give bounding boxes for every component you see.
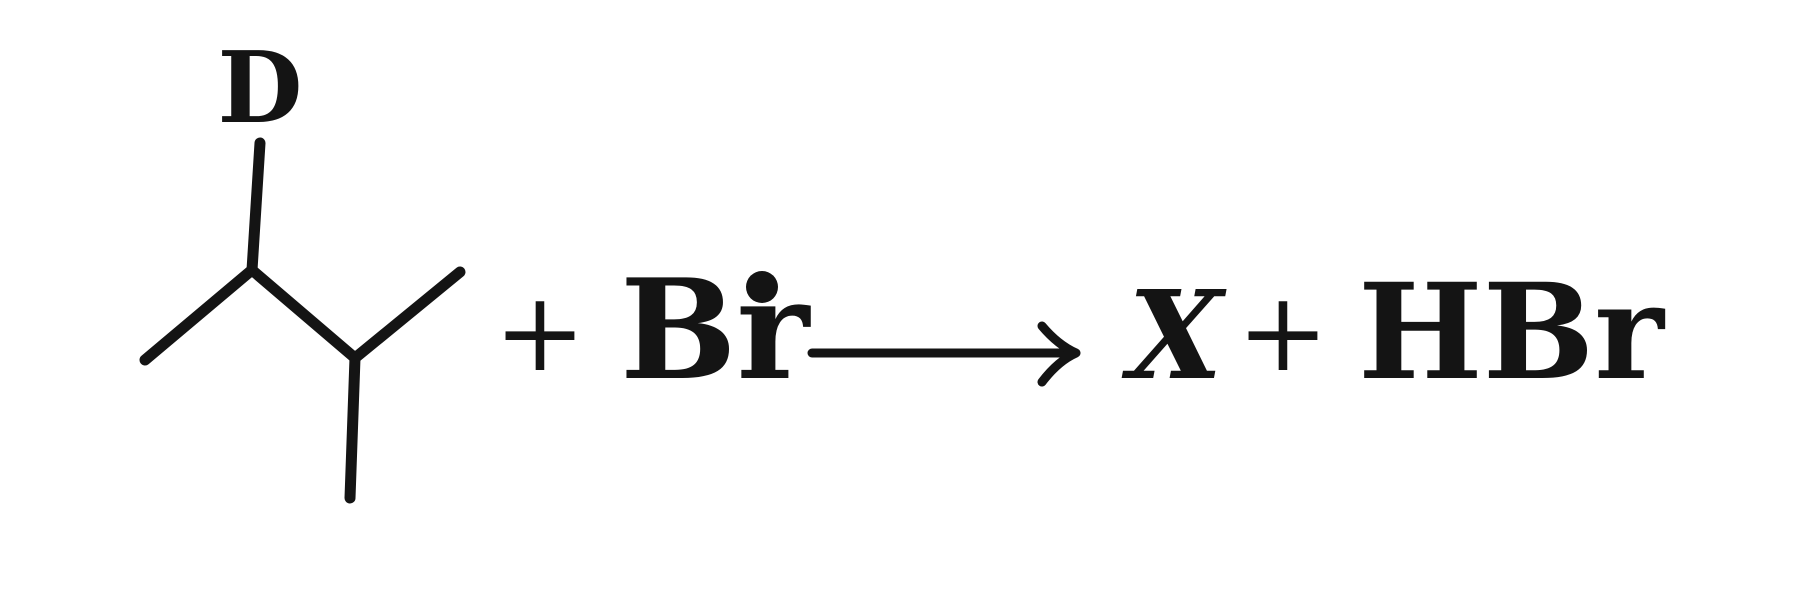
bromine-radical-label: Br <box>620 248 812 411</box>
bond-c1-c2 <box>139 264 258 366</box>
skeletal-structure <box>139 137 466 504</box>
product-x-label: X <box>1121 263 1227 407</box>
reaction-arrow-icon <box>807 321 1081 387</box>
radical-dot <box>746 271 778 303</box>
bond-c3-c5 <box>344 352 361 504</box>
deuterium-label: D <box>218 31 303 146</box>
hydrogen-bromide-label: HBr <box>1358 255 1665 410</box>
bond-c3-c4 <box>349 266 466 364</box>
plus-sign-2: + <box>1237 268 1329 396</box>
plus-sign-1: + <box>494 268 586 396</box>
bond-c2-c3 <box>246 264 361 364</box>
bond-c2-deuterium <box>246 137 266 276</box>
